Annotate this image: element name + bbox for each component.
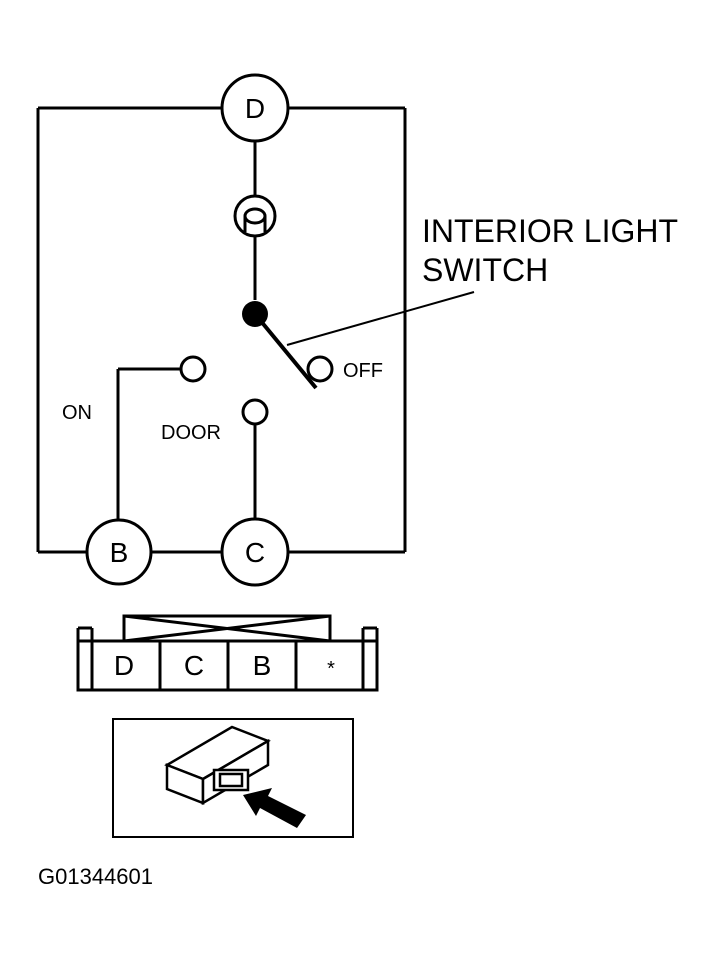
contact-on [179, 355, 207, 383]
label-off: OFF [343, 360, 383, 382]
circuit-frame [36, 106, 407, 554]
connector-cell-1: D [114, 650, 134, 681]
svg-text:B: B [110, 537, 129, 568]
connector-cell-3: B [253, 650, 272, 681]
terminal-b: B [85, 518, 153, 586]
switch-module-icon [164, 725, 271, 806]
contact-off [306, 355, 334, 383]
switch-blade [253, 312, 318, 390]
figure-id: G01344601 [38, 864, 153, 889]
svg-text:C: C [245, 537, 265, 568]
connector-face [76, 614, 379, 692]
label-on: ON [62, 402, 92, 424]
connector-cell-2: C [184, 650, 204, 681]
svg-text:D: D [245, 93, 265, 124]
locator-inset [112, 718, 354, 838]
arrow-icon [243, 788, 306, 828]
connector-cell-4: * [327, 658, 335, 680]
terminal-c: C [220, 517, 290, 587]
callout-line2: SWITCH [422, 252, 548, 288]
contact-door [241, 398, 269, 426]
callout-line1: INTERIOR LIGHT [422, 213, 678, 249]
terminal-d: D [220, 73, 290, 143]
label-door: DOOR [161, 422, 221, 444]
callout-leader [286, 291, 475, 346]
on-wire [116, 367, 181, 522]
bulb-icon [233, 194, 277, 238]
switch-contacts [179, 355, 334, 426]
